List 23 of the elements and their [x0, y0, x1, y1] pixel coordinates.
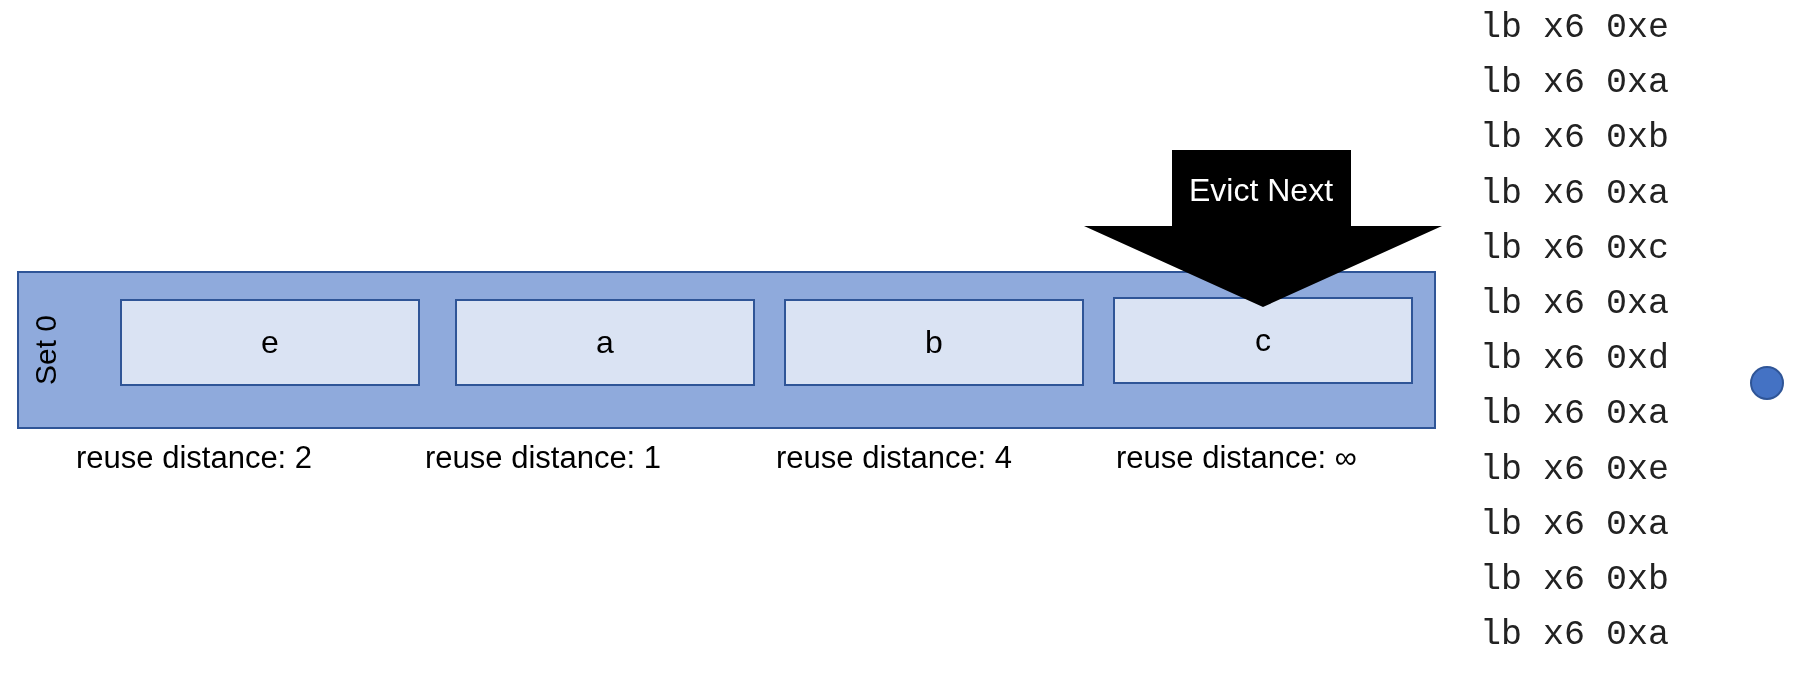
arrow-label: Evict Next [1188, 171, 1334, 210]
instruction-text: lb x6 0xa [1480, 63, 1670, 104]
instruction-text: lb x6 0xa [1480, 284, 1670, 324]
instruction-text: lb x6 0xa [1480, 394, 1670, 435]
reuse-distance-label: reuse distance: 4 [776, 440, 1013, 476]
instruction-text: lb x6 0xe [1480, 8, 1670, 48]
instruction-text: lb x6 0xe [1480, 449, 1670, 490]
instruction-text: lb x6 0xa [1480, 173, 1670, 214]
instruction-text: lb x6 0xd [1480, 339, 1670, 380]
reuse-distance-label: reuse distance: 2 [76, 440, 313, 476]
instruction-text: lb x6 0xc [1480, 228, 1670, 269]
cache-line-slot: e [120, 299, 420, 386]
cache-line-slot: a [455, 299, 755, 386]
instruction-text: lb x6 0xa [1480, 615, 1670, 656]
instruction-text: lb x6 0xb [1480, 560, 1670, 600]
instruction-text: lb x6 0xb [1480, 118, 1670, 159]
reuse-distance-label: reuse distance: 1 [425, 440, 662, 476]
instruction-text: lb x6 0xa [1480, 504, 1670, 545]
cache-line-slot: b [784, 299, 1084, 386]
cache-set-band [17, 271, 1436, 429]
reuse-distance-label: reuse distance: ∞ [1116, 440, 1357, 476]
set-label: Set 0 [29, 313, 63, 388]
cache-line-slot: c [1113, 297, 1413, 384]
